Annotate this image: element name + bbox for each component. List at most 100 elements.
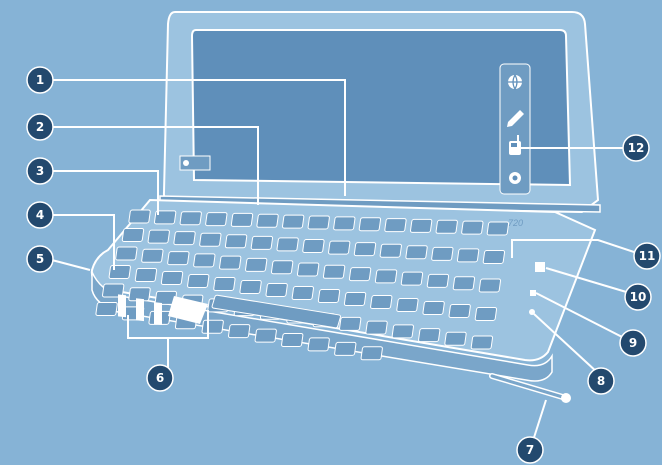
keyboard-key <box>401 272 423 285</box>
keyboard-key <box>418 329 440 342</box>
keyboard-key <box>333 217 355 230</box>
keyboard-key <box>475 308 497 321</box>
callout-3: 3 <box>27 158 53 184</box>
callout-12: 12 <box>623 135 649 161</box>
keyboard-key <box>487 222 509 235</box>
port-slot-2 <box>136 298 144 321</box>
keyboard-key <box>328 241 350 254</box>
keyboard-key <box>167 252 189 265</box>
keyboard-key <box>349 268 371 281</box>
svg-text:1: 1 <box>36 73 44 87</box>
keyboard-key <box>471 336 493 349</box>
settings-icon <box>509 172 521 184</box>
keyboard-key <box>366 321 388 334</box>
display-lid <box>164 12 598 212</box>
keyboard-key <box>135 269 157 282</box>
keyboard-key <box>318 290 340 303</box>
keyboard-key <box>187 275 209 288</box>
callout-4: 4 <box>27 202 53 228</box>
keyboard-key <box>323 265 345 278</box>
keyboard-key <box>339 317 361 330</box>
keyboard-key <box>308 216 330 229</box>
keyboard-key <box>380 244 402 257</box>
keyboard-key <box>255 329 277 342</box>
connector-10 <box>535 262 545 272</box>
callout-1: 1 <box>27 67 53 93</box>
keyboard-key <box>354 243 376 256</box>
keyboard-key <box>385 219 407 232</box>
keyboard-key <box>406 246 428 259</box>
keyboard-key <box>370 296 392 309</box>
svg-text:7: 7 <box>526 443 534 457</box>
svg-text:2: 2 <box>36 120 44 134</box>
keyboard-key <box>308 338 330 351</box>
keyboard-key <box>392 325 414 338</box>
keyboard-key <box>219 256 241 269</box>
svg-text:9: 9 <box>629 336 637 350</box>
keyboard-key <box>427 274 449 287</box>
callout-8: 8 <box>588 368 614 394</box>
keyboard-key <box>205 213 227 226</box>
keyboard-key <box>397 299 419 312</box>
port-slot-3 <box>154 302 162 325</box>
keyboard-key <box>129 210 151 223</box>
svg-text:3: 3 <box>36 164 44 178</box>
svg-text:10: 10 <box>630 290 647 304</box>
keyboard-key <box>453 277 475 290</box>
svg-text:11: 11 <box>639 249 656 263</box>
callout-10: 10 <box>625 284 651 310</box>
svg-text:12: 12 <box>628 141 645 155</box>
svg-text:8: 8 <box>597 374 605 388</box>
connector-9 <box>530 290 536 296</box>
keyboard-key <box>375 270 397 283</box>
svg-text:5: 5 <box>36 252 44 266</box>
keyboard-key <box>423 302 445 315</box>
keyboard-key <box>161 272 183 285</box>
keyboard-key <box>257 214 279 227</box>
keyboard-key <box>240 281 262 294</box>
keyboard-key <box>479 279 501 292</box>
svg-text:4: 4 <box>36 208 44 222</box>
keyboard-key <box>109 266 131 279</box>
keyboard-key <box>225 235 247 248</box>
callout-2: 2 <box>27 114 53 140</box>
keyboard-key <box>245 258 267 271</box>
keyboard-key <box>193 254 215 267</box>
keyboard-key <box>410 219 432 232</box>
port-slot-1 <box>118 294 126 317</box>
callout-6: 6 <box>147 365 173 391</box>
keyboard-key <box>148 230 170 243</box>
callout-7: 7 <box>517 437 543 463</box>
keyboard-key <box>445 332 467 345</box>
svg-text:6: 6 <box>156 371 164 385</box>
keyboard-key <box>277 238 299 251</box>
callout-11: 11 <box>634 243 660 269</box>
keyboard-key <box>361 347 383 360</box>
keyboard-key <box>202 320 224 333</box>
keyboard-key <box>449 305 471 318</box>
keyboard-key <box>344 293 366 306</box>
keyboard-key <box>122 229 144 242</box>
keyboard-key <box>303 240 325 253</box>
keyboard-key <box>461 221 483 234</box>
callout-5: 5 <box>27 246 53 272</box>
keyboard-key <box>96 303 118 316</box>
leader-5 <box>48 259 90 270</box>
keyboard-key <box>292 287 314 300</box>
keyboard-key <box>231 213 253 226</box>
keyboard-key <box>359 218 381 231</box>
keyboard-key <box>115 247 137 260</box>
model-badge: 720 <box>508 218 523 228</box>
keyboard-key <box>174 232 196 245</box>
keyboard-key <box>282 215 304 228</box>
keyboard-key <box>334 342 356 355</box>
keyboard-key <box>483 251 505 264</box>
keyboard-key <box>213 278 235 291</box>
keyboard-key <box>271 261 293 274</box>
callout-9: 9 <box>620 330 646 356</box>
keyboard-key <box>297 263 319 276</box>
keyboard-key <box>251 236 273 249</box>
keyboard-key <box>281 334 303 347</box>
keyboard-key <box>180 212 202 225</box>
